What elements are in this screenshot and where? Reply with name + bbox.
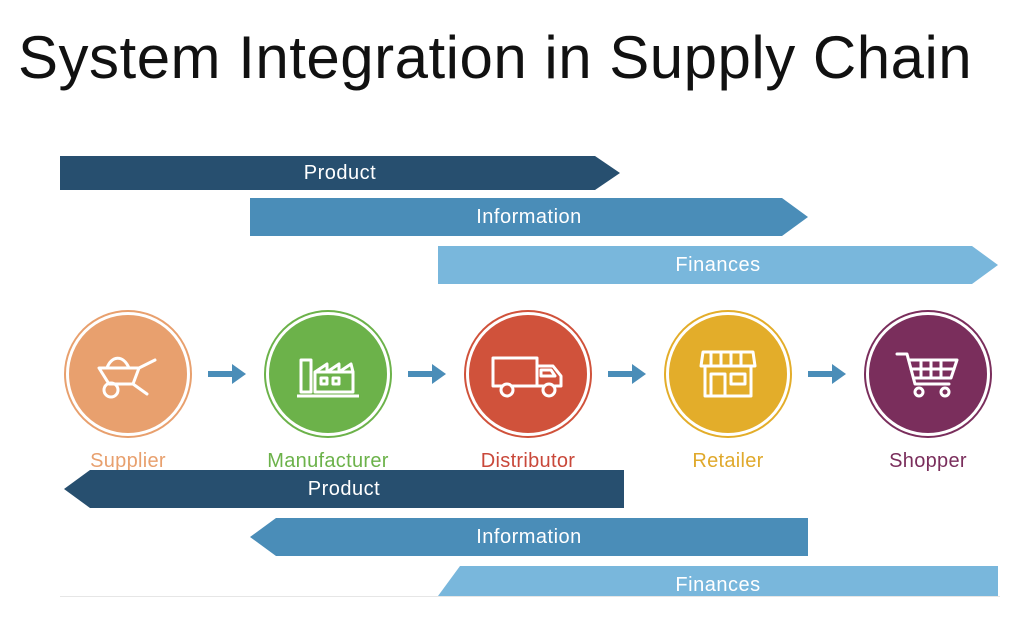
- stage-shopper: Shopper: [858, 312, 998, 473]
- forward-flow-product: Product: [60, 156, 620, 190]
- stage-manufacturer-circle: [266, 312, 390, 436]
- store-icon: [699, 350, 757, 398]
- forward-flow-information-arrow: [250, 198, 808, 236]
- forward-flow-finances-label: Finances: [675, 253, 761, 276]
- forward-flow-finances-arrow: [438, 246, 998, 284]
- backward-flow-product-arrow: [64, 470, 624, 508]
- backward-flow-product-label: Product: [307, 477, 381, 500]
- factory-icon: [297, 358, 359, 398]
- connector-arrow-4: [808, 364, 846, 384]
- stage-shopper-label: Shopper: [889, 450, 967, 472]
- backward-flow-information-label: Information: [476, 525, 582, 548]
- stage-retailer-label: Retailer: [692, 450, 764, 472]
- forward-flow-product-arrow: [60, 156, 620, 190]
- stage-retailer: Retailer: [658, 312, 798, 473]
- stage-retailer-circle: [666, 312, 790, 436]
- forward-flow-information: Information: [250, 198, 808, 236]
- stage-supplier-label: Supplier: [90, 450, 166, 472]
- backward-flow-finances-label: Finances: [675, 573, 761, 596]
- backward-flow-information: Information: [250, 518, 808, 556]
- page-title: System Integration in Supply Chain: [18, 24, 973, 91]
- stage-manufacturer: Manufacturer: [258, 312, 398, 473]
- stage-distributor-circle: [466, 312, 590, 436]
- connector-arrow-3: [608, 364, 646, 384]
- backward-flow-finances-arrow: [438, 566, 998, 596]
- truck-icon: [491, 356, 563, 398]
- forward-flow-finances: Finances: [438, 246, 998, 284]
- shopping-cart-icon: [895, 352, 959, 398]
- stage-distributor-label: Distributor: [480, 450, 576, 472]
- backward-flow-information-arrow: [250, 518, 808, 556]
- stage-supplier: Supplier: [58, 312, 198, 473]
- connector-arrow-1: [208, 364, 246, 384]
- connector-arrow-2: [408, 364, 446, 384]
- backward-flow-product: Product: [64, 470, 624, 508]
- stage-shopper-circle: [866, 312, 990, 436]
- forward-flow-product-label: Product: [303, 161, 377, 184]
- stage-supplier-circle: [66, 312, 190, 436]
- stage-distributor: Distributor: [458, 312, 598, 473]
- backward-flow-finances: Finances: [438, 566, 998, 596]
- bottom-divider: [60, 596, 1000, 597]
- wheelbarrow-icon: [97, 356, 157, 399]
- stage-manufacturer-label: Manufacturer: [267, 450, 389, 472]
- forward-flow-information-label: Information: [476, 205, 582, 228]
